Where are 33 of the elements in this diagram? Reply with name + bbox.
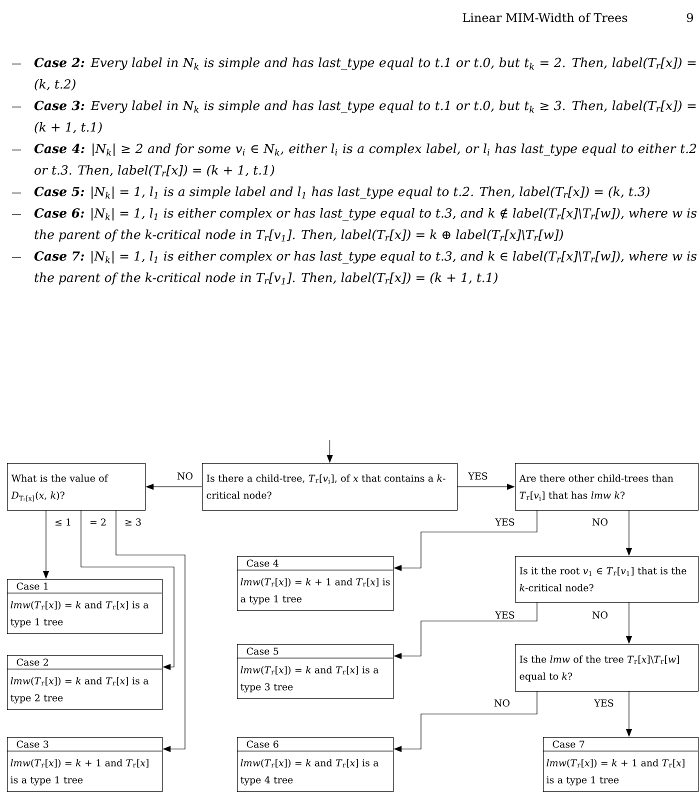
edge-label: ≥ 3 — [123, 517, 142, 527]
question-box: What is the value of D$_{Tᵣ[x]}$(x, k)? — [7, 463, 146, 511]
question-box: Are there other child-trees than T$_{r}$[v$_{i}$] that has lmw k? — [515, 463, 699, 511]
edge-label: NO — [590, 517, 610, 527]
list-item-text: Case 3: Every label in N$_{k}$ is simple and has last_type equal to t.1 or t.0, but t$_{k}$ ≥ 3. Then, label(T$_{r}$[x]) = (k + 1, t.1) — [34, 100, 696, 134]
edge-label: NO — [176, 471, 194, 481]
edge-label: NO — [492, 698, 512, 708]
question-box: Is it the root v$_{1}$ ∈ T$_{r}$[v$_{1}$] that is the k-critical node? — [515, 556, 699, 603]
list-item-text: Case 4: |N$_{k}$| ≥ 2 and for some v$_{i}$ ∈ N$_{k}$, either l$_{i}$ is a complex label, or l$_{i}$ has last_type equal to either t.2 or t.3. Then, label(T$_{r}$[x]) = (k + 1, t.1) — [34, 144, 696, 176]
list-item-text: Case 7: |N$_{k}$| = 1, l$_{1}$ is either complex or has last_type equal to t.3, and k ∈ label(T$_{r}$[x]\T$_{r}$[w]), where w is the parent of the k-critical node in T$_{r}$[v$_{1}$]. Then, label(T$_{r}$[x]) = (k + 1, t.1) — [34, 251, 697, 285]
edge-label: YES — [494, 517, 516, 527]
edge-label: YES — [467, 471, 489, 481]
question-box: Is there a child-tree, T$_{r}$[v$_{i}$], of x that contains a k-critical node? — [202, 463, 458, 511]
edge-label: ≤ 1 — [54, 517, 72, 527]
list-item-text: Case 6: |N$_{k}$| = 1, l$_{1}$ is either complex or has last_type equal to t.3, and k ∉ label(T$_{r}$[x]\T$_{r}$[w]), where w is the parent of the k-critical node in T$_{r}$[v$_{1}$]. Then, label(T$_{r}$[x]) = k ⊕ label(T$_{r}$[x]\T$_{r}$[w]) — [34, 208, 697, 242]
list-item-text: Case 5: |N$_{k}$| = 1, l$_{1}$ is a simple label and l$_{1}$ has last_type equal to t.2. Then, label(T$_{r}$[x]) = (k, t.3) — [34, 186, 650, 199]
case-box: Case 7 lmw(T$_{r}$[x]) = k + 1 and T$_{r}$[x] is a type 1 tree — [543, 737, 699, 792]
question-box: Is the lmw of the tree T$_{r}$[x]\T$_{r}$[w] equal to k? — [515, 644, 699, 692]
case-box: Case 4 lmw(T$_{r}$[x]) = k + 1 and T$_{r}$[x] is a type 1 tree — [237, 556, 394, 611]
case-box: Case 2 lmw(T$_{r}$[x]) = k and T$_{r}$[x] is a type 2 tree — [7, 655, 163, 710]
edge-label: NO — [590, 610, 610, 620]
edge-label: = 2 — [88, 517, 108, 527]
case-box: Case 5 lmw(T$_{r}$[x]) = k and T$_{r}$[x] is a type 3 tree — [237, 644, 394, 699]
case-box: Case 1 lmw(T$_{r}$[x]) = k and T$_{r}$[x] is a type 1 tree — [7, 579, 163, 634]
edge-label: YES — [593, 698, 615, 708]
arrow — [80, 510, 174, 670]
running-header: Linear MIM-Width of Trees — [462, 12, 628, 22]
page-number: 9 — [686, 13, 693, 22]
edge-label: YES — [494, 610, 516, 620]
arrow — [116, 510, 186, 752]
list-item-text: Case 2: Every label in N$_{k}$ is simple and has last_type equal to t.1 or t.0, but t$_{k}$ = 2. Then, label(T$_{r}$[x]) = (k, t.2) — [34, 58, 696, 90]
case-box: Case 6 lmw(T$_{r}$[x]) = k and T$_{r}$[x] is a type 4 tree — [237, 737, 394, 792]
case-box: Case 3 lmw(T$_{r}$[x]) = k + 1 and T$_{r}$[x] is a type 1 tree — [7, 737, 163, 792]
